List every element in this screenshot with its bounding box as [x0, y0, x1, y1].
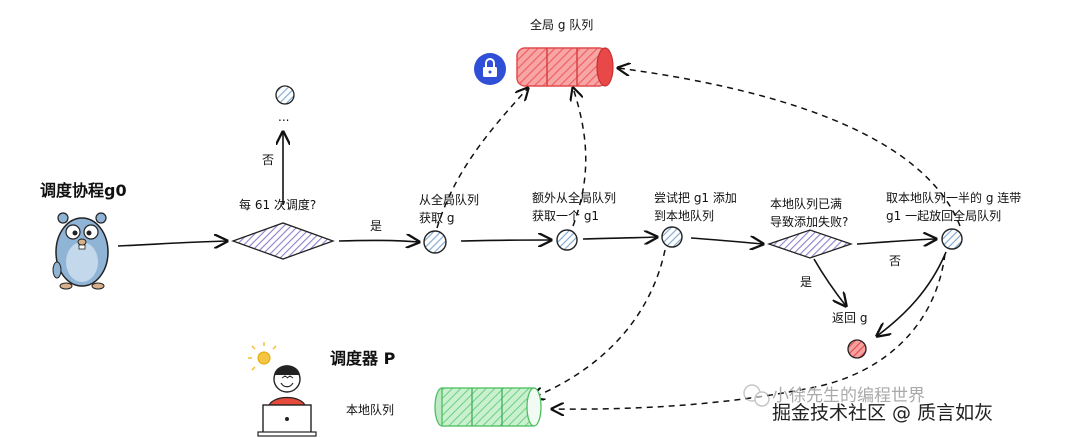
yes-label: 是 [370, 219, 383, 233]
global-queue-label: 全局 g 队列 [530, 18, 594, 32]
node-move-half [941, 228, 963, 250]
decision-every-61-diamond [231, 222, 335, 260]
node-extra-take-one [556, 229, 578, 251]
lock-icon [474, 53, 506, 85]
step-local-full-label: 本地队列已满 导致添加失败? [770, 197, 849, 229]
wechat-watermark-icon [743, 384, 770, 407]
node-take-from-global [423, 230, 447, 254]
decision-every-61-label: 每 61 次调度? [239, 198, 317, 212]
local-queue [434, 387, 542, 427]
next-g-node [275, 85, 295, 105]
decision-local-full-diamond [766, 229, 854, 259]
node-return-g [847, 339, 867, 359]
no-label-every-61: 否 [262, 153, 275, 167]
ellipsis-label: ... [278, 110, 290, 124]
watermark-line2: 掘金技术社区 @ 质言如灰 [772, 402, 994, 424]
global-queue [516, 47, 614, 87]
scheduler-goroutine-label: 调度协程g0 [40, 181, 127, 200]
watermark-line1: 小徐先生的编程世界 [772, 386, 925, 406]
return-g-label: 返回 g [832, 311, 868, 325]
step-extra-take-one-label: 额外从全局队列 获取一个 g1 [532, 191, 617, 223]
step-move-half-label: 取本地队列一半的 g 连带 g1 一起放回全局队列 [886, 191, 1022, 223]
local-full-no-label: 否 [889, 254, 902, 268]
node-try-add-local [661, 226, 683, 248]
processor-label: 调度器 P [330, 349, 396, 368]
dashed-flow-arrows [436, 68, 961, 409]
person-at-laptop-icon [248, 342, 317, 437]
local-full-yes-label: 是 [800, 275, 813, 289]
step-take-from-global-label: 从全局队列 获取 g [419, 193, 480, 225]
step-try-add-local-label: 尝试把 g1 添加 到本地队列 [654, 191, 737, 223]
local-queue-label: 本地队列 [346, 403, 395, 417]
solid-flow-arrows [117, 132, 947, 336]
gopher-icon [52, 212, 109, 290]
